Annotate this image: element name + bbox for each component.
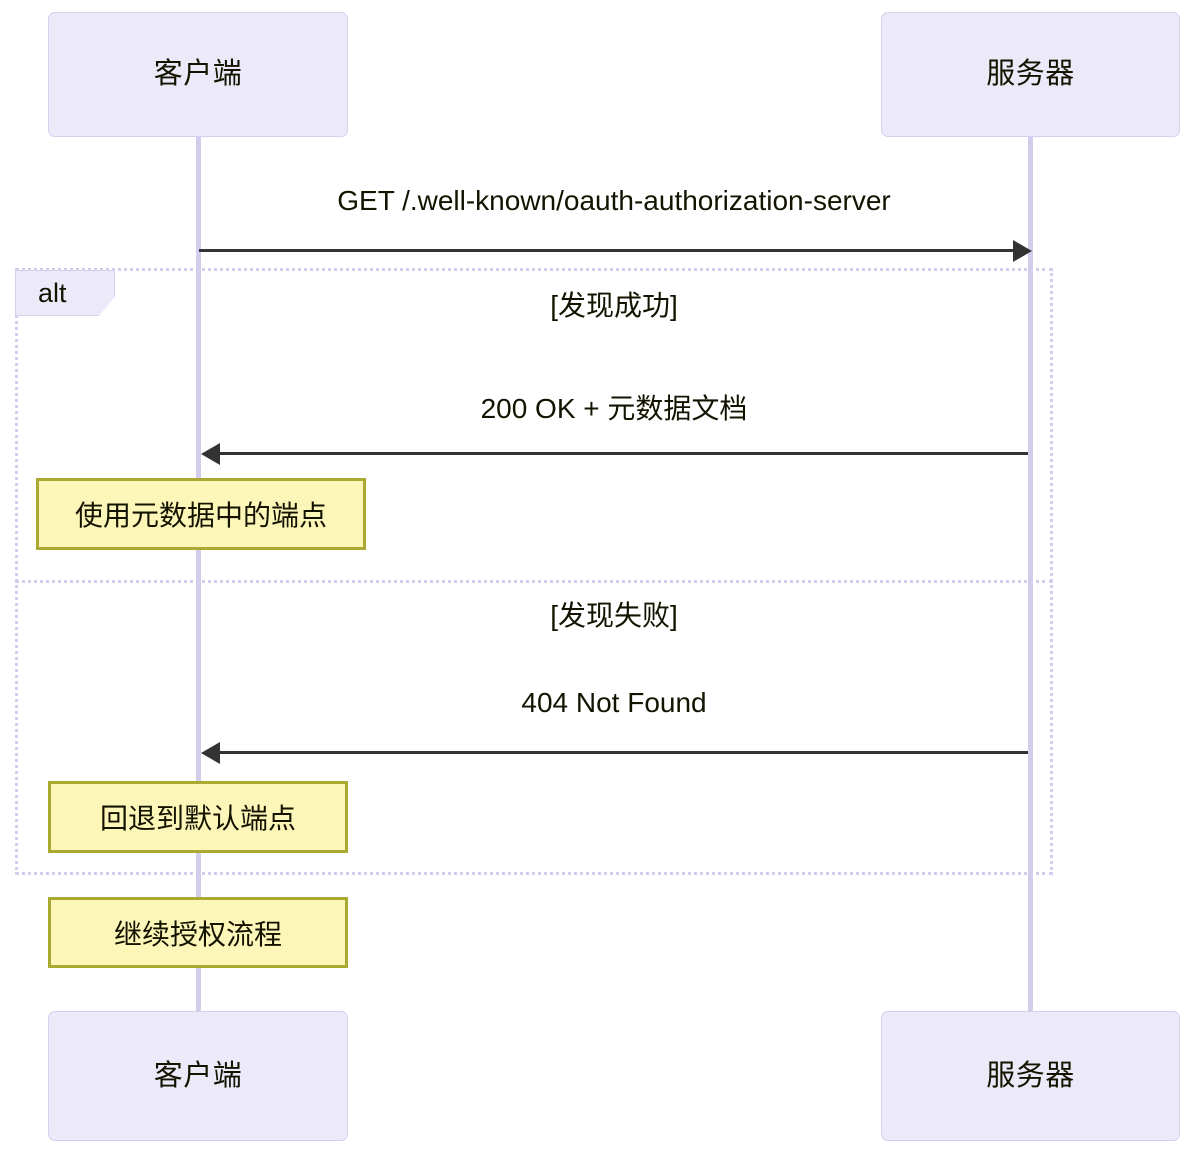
note-fallback-default-endpoint-label: 回退到默认端点 bbox=[99, 803, 296, 834]
participant-client-bottom-label: 客户端 bbox=[153, 1059, 243, 1092]
note-use-metadata-endpoint: 使用元数据中的端点 bbox=[36, 478, 366, 550]
lifeline-client bbox=[196, 137, 201, 1012]
arrowhead-200-ok bbox=[201, 443, 220, 465]
message-line-200-ok bbox=[213, 452, 1028, 455]
participant-server-bottom-label: 服务器 bbox=[986, 1059, 1075, 1092]
participant-client-top-label: 客户端 bbox=[153, 58, 243, 90]
message-label-404: 404 Not Found bbox=[521, 687, 707, 718]
message-label-200-ok: 200 OK + 元数据文档 bbox=[480, 393, 748, 424]
note-continue-authorization-flow-label: 继续授权流程 bbox=[113, 918, 282, 950]
arrowhead-get-metadata bbox=[1013, 240, 1032, 262]
arrowhead-404 bbox=[201, 742, 220, 764]
participant-server-top-label: 服务器 bbox=[986, 58, 1075, 90]
alt-fragment-tag-label: alt bbox=[38, 277, 67, 308]
alt-fragment-tag: alt bbox=[15, 270, 115, 316]
participant-client-bottom[interactable]: 客户端 bbox=[48, 1011, 348, 1141]
message-label-get-metadata: GET /.well-known/oauth-authorization-ser… bbox=[337, 185, 891, 216]
note-fallback-default-endpoint: 回退到默认端点 bbox=[48, 781, 348, 853]
message-line-get-metadata bbox=[199, 249, 1020, 252]
participant-client-top[interactable]: 客户端 bbox=[48, 12, 348, 137]
note-continue-authorization-flow: 继续授权流程 bbox=[48, 897, 348, 968]
message-line-404 bbox=[213, 751, 1028, 754]
note-use-metadata-endpoint-label: 使用元数据中的端点 bbox=[74, 500, 327, 531]
alt-fragment bbox=[15, 268, 1053, 875]
participant-server-top[interactable]: 服务器 bbox=[881, 12, 1180, 137]
alt-condition-success: [发现成功] bbox=[550, 290, 678, 321]
alt-condition-failure: [发现失败] bbox=[550, 600, 678, 631]
participant-server-bottom[interactable]: 服务器 bbox=[881, 1011, 1180, 1141]
lifeline-server bbox=[1028, 137, 1033, 1012]
alt-fragment-divider bbox=[15, 580, 1053, 583]
